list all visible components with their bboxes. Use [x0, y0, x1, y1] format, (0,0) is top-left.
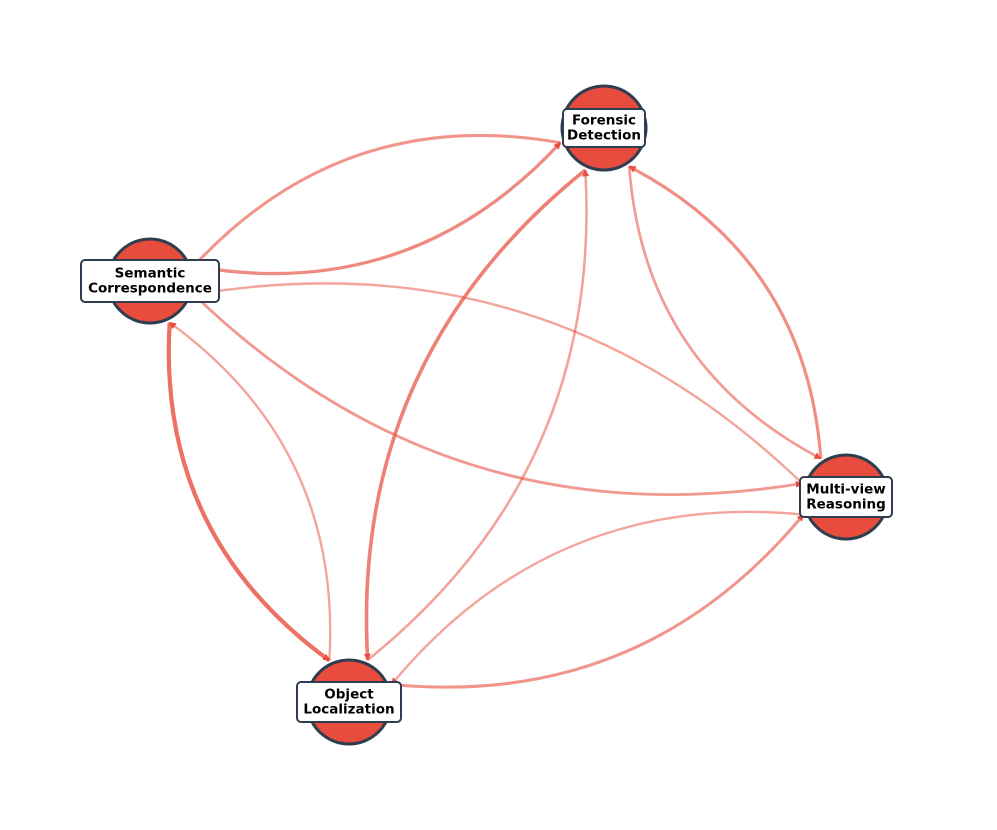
node-label-multiview-line-1: Multi-view	[806, 482, 885, 498]
edge-multiview-to-forensic	[628, 165, 823, 459]
edge-semantic-to-multiview	[192, 293, 803, 497]
edge-forensic-to-object	[363, 168, 587, 661]
edge-forensic-to-semantic	[192, 133, 561, 268]
nodes-layer: ForensicDetectionSemanticCorrespondenceM…	[80, 84, 893, 746]
edges-layer	[166, 133, 823, 689]
node-label-object-line-2: Localization	[303, 702, 394, 718]
edge-object-to-semantic	[168, 321, 332, 661]
node-label-box-object	[296, 681, 402, 723]
edge-multiview-to-semantic	[193, 282, 803, 485]
node-label-box-multiview	[799, 476, 893, 518]
node-label-semantic-line-1: Semantic	[115, 266, 186, 282]
edge-forensic-to-multiview	[627, 166, 822, 460]
edge-semantic-to-forensic	[193, 141, 562, 276]
node-label-multiview-line-2: Reasoning	[806, 497, 885, 513]
edge-object-to-multiview	[391, 513, 805, 689]
edge-semantic-to-object	[166, 322, 331, 663]
node-label-box-forensic	[562, 108, 646, 148]
node-label-semantic-line-2: Correspondence	[88, 281, 212, 297]
node-label-forensic-line-2: Detection	[567, 128, 641, 144]
edge-multiview-to-object	[390, 510, 804, 686]
edge-object-to-forensic	[366, 169, 590, 661]
node-label-object-line-1: Object	[324, 687, 374, 703]
node-label-forensic-line-1: Forensic	[572, 113, 636, 129]
node-label-box-semantic	[80, 259, 220, 303]
